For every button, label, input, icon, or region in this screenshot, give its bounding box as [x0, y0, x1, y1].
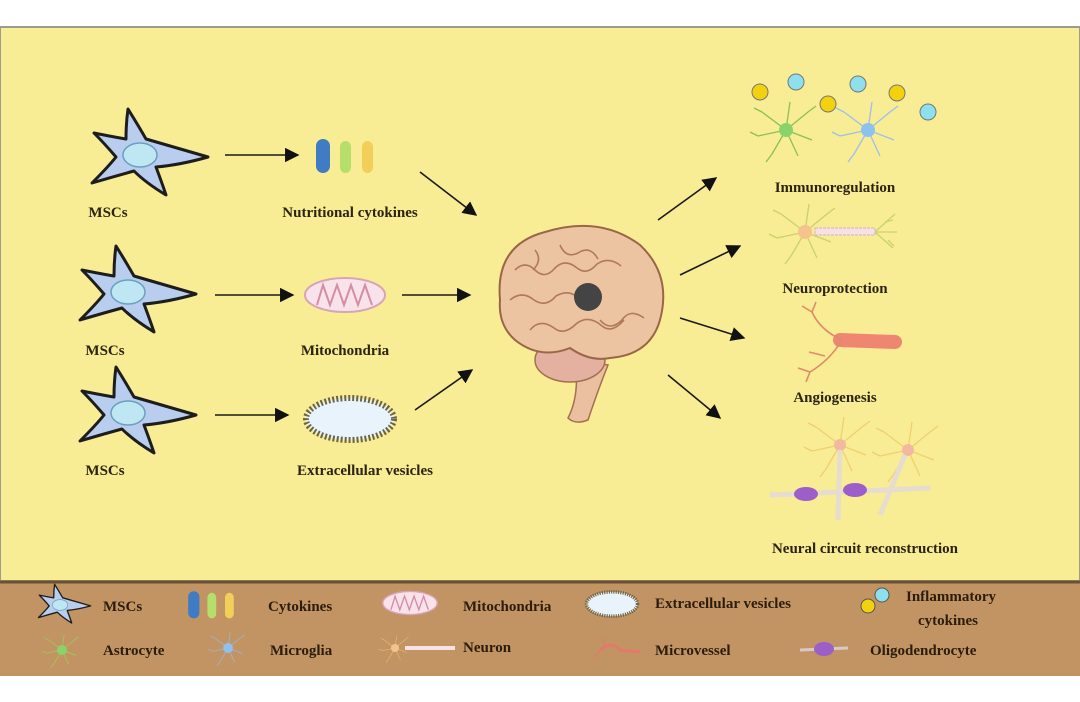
legend-label: cytokines — [918, 613, 978, 629]
legend-label: Neuron — [463, 640, 512, 656]
product-label: Extracellular vesicles — [297, 463, 433, 479]
brain-icon — [498, 224, 665, 423]
neuron-icon — [768, 203, 897, 265]
glia-with-cytokines-icon — [749, 73, 937, 163]
arrow — [657, 177, 718, 221]
product-label: Mitochondria — [301, 343, 390, 359]
arrow — [679, 317, 746, 342]
legend-label: Microglia — [270, 643, 333, 659]
msc-label: MSCs — [85, 343, 124, 359]
mitochondria-icon — [304, 277, 386, 313]
microvessel-icon — [593, 637, 641, 659]
legend-label: Oligodendrocyte — [870, 643, 977, 659]
legend-label: Astrocyte — [103, 643, 165, 659]
legend-label: Mitochondria — [463, 599, 552, 615]
lesion-marker — [574, 283, 602, 311]
legend-panel — [0, 581, 1080, 676]
mitochondria-icon — [382, 590, 438, 616]
inflammatory-cytokines-icon — [860, 587, 890, 614]
astrocyte-icon — [41, 634, 79, 668]
msc-label: MSCs — [85, 463, 124, 479]
extracellular-vesicle-icon — [584, 590, 640, 618]
legend-label: Inflammatory — [906, 589, 996, 605]
oligodendrocyte-icon — [799, 642, 849, 656]
legend-label: Extracellular vesicles — [655, 596, 791, 612]
legend-label: Microvessel — [655, 643, 731, 659]
arrow — [414, 369, 474, 411]
outcome-label: Angiogenesis — [793, 390, 877, 406]
legend-label: Cytokines — [268, 599, 332, 615]
legend: MSCs Cytokines Mitochondria Extracellula… — [37, 583, 996, 668]
msc-label: MSCs — [88, 205, 127, 221]
product-label: Nutritional cytokines — [282, 205, 418, 221]
arrow — [667, 374, 722, 419]
neural-network-icon — [769, 416, 939, 521]
microglia-icon — [207, 632, 245, 666]
microvessel-icon — [797, 301, 902, 383]
outcome-label: Neuroprotection — [782, 281, 888, 297]
extracellular-vesicle-icon — [306, 398, 394, 440]
outcome-label: Immunoregulation — [775, 180, 896, 196]
arrow — [419, 171, 478, 216]
cytokines-icon — [188, 591, 234, 619]
legend-label: MSCs — [103, 599, 142, 615]
outcome-label: Neural circuit reconstruction — [772, 541, 959, 557]
cytokines-icon — [316, 139, 373, 173]
arrow — [679, 245, 742, 276]
neuron-icon — [378, 635, 455, 663]
